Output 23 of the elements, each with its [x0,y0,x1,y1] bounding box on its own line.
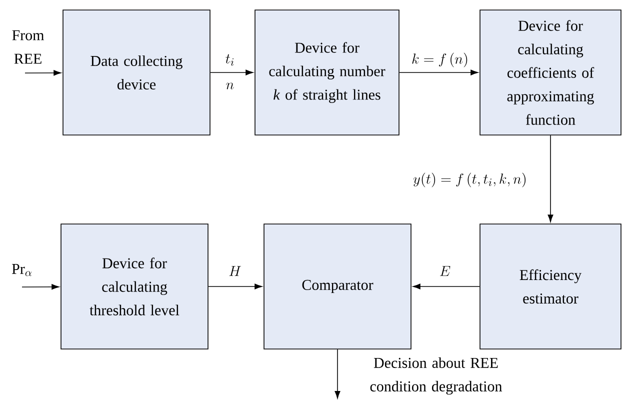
arrow [208,284,262,290]
process-box: Efficiency estimator [480,224,622,350]
arrow [412,284,480,290]
edge-label: $H$ [229,266,241,276]
edge-label: From REE [12,30,44,64]
process-box: Comparator [264,224,412,350]
edge-label: $y(t) = f\,(t, t_i, k, n)$ [413,172,526,188]
process-box: Device for calculating threshold level [60,224,208,350]
arrow [399,70,478,76]
arrow [22,284,60,290]
arrow [24,70,62,76]
process-box: Device for calculating coefficients of approximating function [480,10,622,136]
process-box: Data collecting device [62,10,210,136]
edge-label: $t_i$ [226,54,234,66]
edge-label: $\mathrm{Pr}_{\alpha}$ [12,264,32,276]
arrow [210,70,254,76]
signal-label: $n$ [226,82,234,90]
arrow [334,349,340,399]
edge-label: $E$ [440,266,450,276]
arrow [548,135,554,222]
edge-label: $k = f\,(n)$ [412,52,468,68]
edge-label: Decision about REE condition degradation [370,357,502,395]
process-box: Device for calculating number k of straight lines [254,10,400,136]
